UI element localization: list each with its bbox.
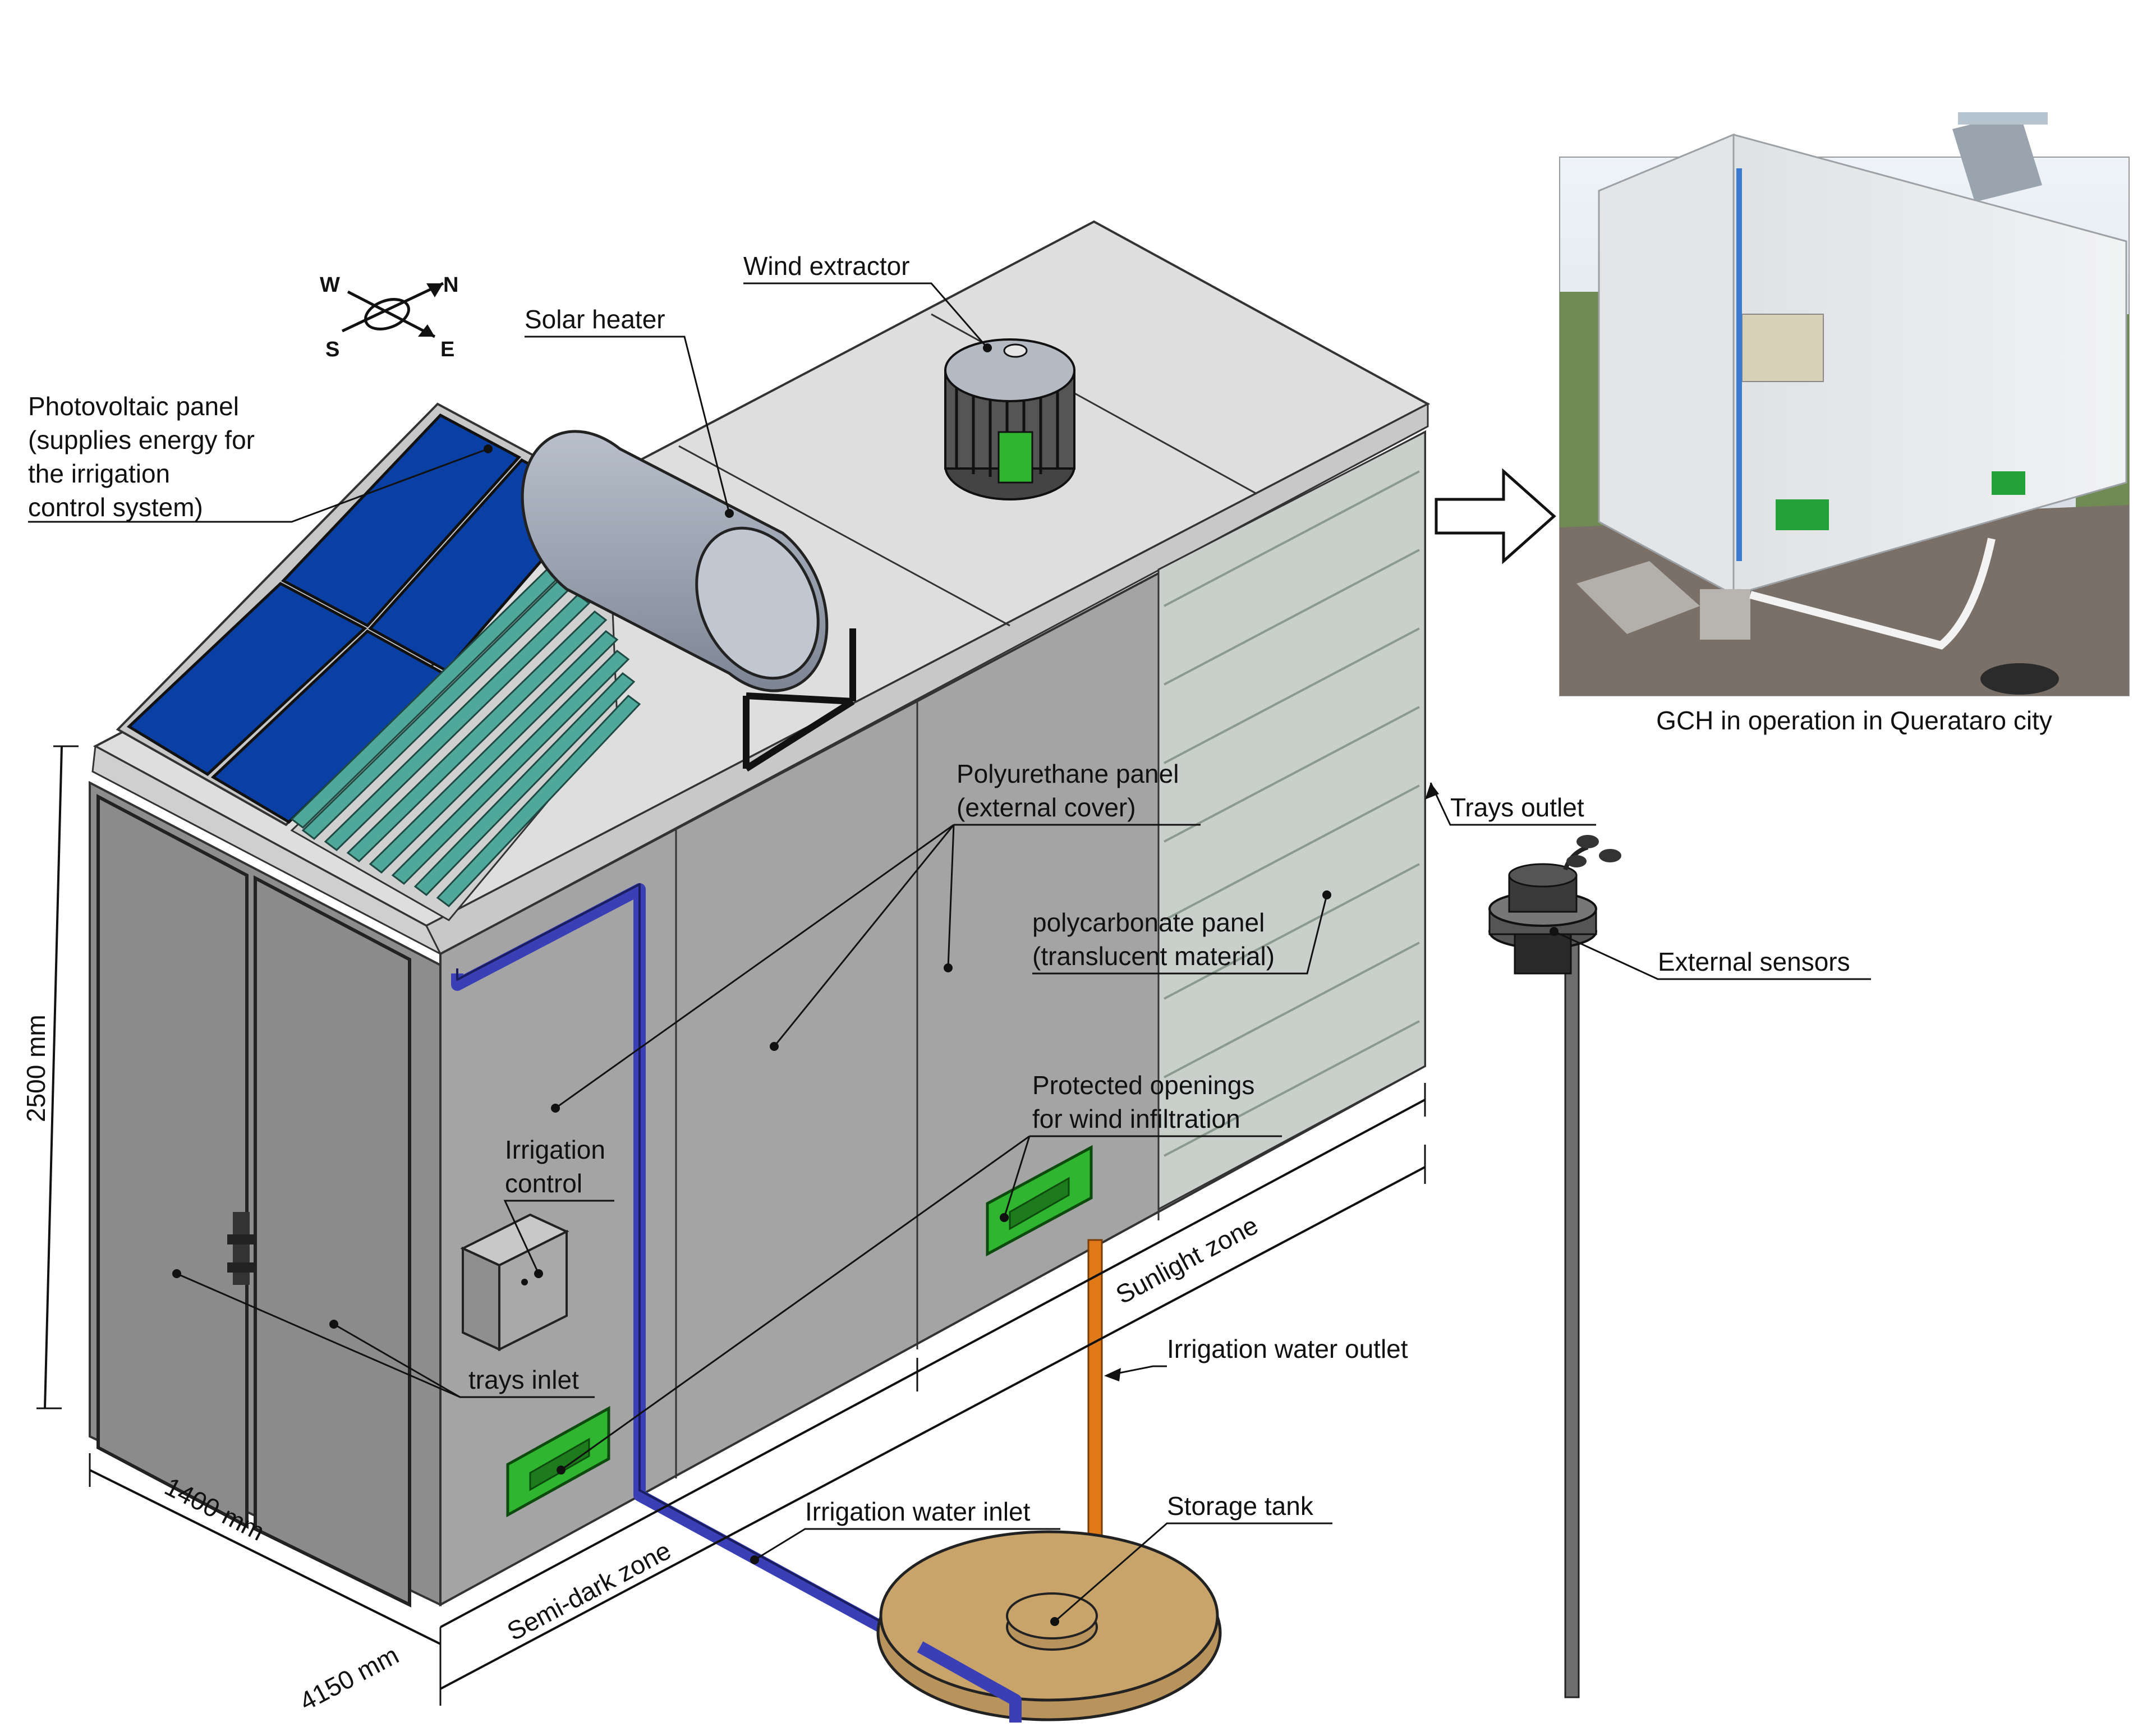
compass-rose: W N S E bbox=[320, 273, 458, 361]
photo-caption: GCH in operation in Querataro city bbox=[1656, 706, 2052, 735]
svg-text:Polyurethane panel: Polyurethane panel bbox=[957, 759, 1179, 788]
arrow-to-photo bbox=[1435, 468, 1556, 564]
dimension-height: 2500 mm bbox=[21, 745, 79, 1409]
polycarbonate-section bbox=[1157, 430, 1426, 1211]
svg-text:(translucent material): (translucent material) bbox=[1032, 942, 1275, 971]
label-irrigation-water-inlet: Irrigation water inlet bbox=[750, 1497, 1060, 1564]
svg-text:(supplies energy for: (supplies energy for bbox=[28, 425, 255, 454]
label-storage-tank: Storage tank bbox=[1050, 1491, 1332, 1626]
svg-text:trays inlet: trays inlet bbox=[468, 1365, 579, 1394]
label-protected-openings: Protected openings for wind infiltration bbox=[557, 1071, 1282, 1475]
door-left bbox=[96, 794, 249, 1529]
svg-text:(external cover): (external cover) bbox=[957, 793, 1136, 822]
svg-text:S: S bbox=[325, 338, 339, 361]
svg-text:E: E bbox=[440, 338, 454, 361]
photovoltaic-panel bbox=[116, 402, 597, 826]
svg-text:for wind infiltration: for wind infiltration bbox=[1032, 1104, 1240, 1133]
svg-text:Photovoltaic panel: Photovoltaic panel bbox=[28, 392, 239, 421]
svg-text:4150 mm: 4150 mm bbox=[295, 1640, 403, 1716]
svg-text:Trays outlet: Trays outlet bbox=[1450, 793, 1584, 822]
svg-text:Solar heater: Solar heater bbox=[525, 305, 665, 334]
svg-text:W: W bbox=[320, 273, 340, 297]
polycarbonate-slats bbox=[1164, 470, 1420, 1157]
label-external-sensors: External sensors bbox=[1550, 927, 1871, 980]
gch-photo bbox=[1559, 112, 2130, 696]
svg-text:polycarbonate panel: polycarbonate panel bbox=[1032, 908, 1265, 937]
svg-text:Protected openings: Protected openings bbox=[1032, 1071, 1254, 1100]
label-irrigation-water-outlet: Irrigation water outlet bbox=[1104, 1334, 1408, 1381]
label-wind-extractor: Wind extractor bbox=[743, 251, 992, 352]
svg-text:Wind extractor: Wind extractor bbox=[743, 251, 910, 281]
solar-heater bbox=[290, 430, 856, 921]
door-handle bbox=[233, 1212, 250, 1285]
svg-text:control: control bbox=[505, 1169, 582, 1198]
svg-text:Storage tank: Storage tank bbox=[1167, 1491, 1314, 1521]
svg-text:the irrigation: the irrigation bbox=[28, 459, 170, 488]
label-photovoltaic: Photovoltaic panel (supplies energy for … bbox=[28, 392, 493, 523]
svg-text:2500 mm: 2500 mm bbox=[21, 1014, 50, 1122]
external-sensor-station bbox=[1488, 835, 1621, 1698]
label-irrigation-control: Irrigation control bbox=[503, 1135, 614, 1278]
label-trays-inlet: trays inlet bbox=[172, 1269, 595, 1398]
svg-text:control system): control system) bbox=[28, 493, 203, 522]
label-trays-outlet: Trays outlet bbox=[1425, 782, 1596, 826]
storage-tank bbox=[876, 1530, 1222, 1721]
label-polycarbonate: polycarbonate panel (translucent materia… bbox=[1032, 890, 1331, 975]
label-solar-heater: Solar heater bbox=[525, 305, 734, 518]
door-right bbox=[254, 875, 411, 1608]
label-polyurethane: Polyurethane panel (external cover) bbox=[551, 759, 1201, 1113]
irrigation-control-box bbox=[460, 1213, 569, 1352]
irrigation-outlet-pipe bbox=[1087, 1239, 1103, 1547]
wind-extractor bbox=[944, 338, 1075, 500]
svg-text:External sensors: External sensors bbox=[1658, 947, 1850, 976]
svg-text:N: N bbox=[443, 273, 458, 297]
svg-text:Irrigation water inlet: Irrigation water inlet bbox=[805, 1497, 1031, 1526]
svg-text:Irrigation water outlet: Irrigation water outlet bbox=[1167, 1334, 1408, 1363]
svg-text:Irrigation: Irrigation bbox=[505, 1135, 605, 1164]
